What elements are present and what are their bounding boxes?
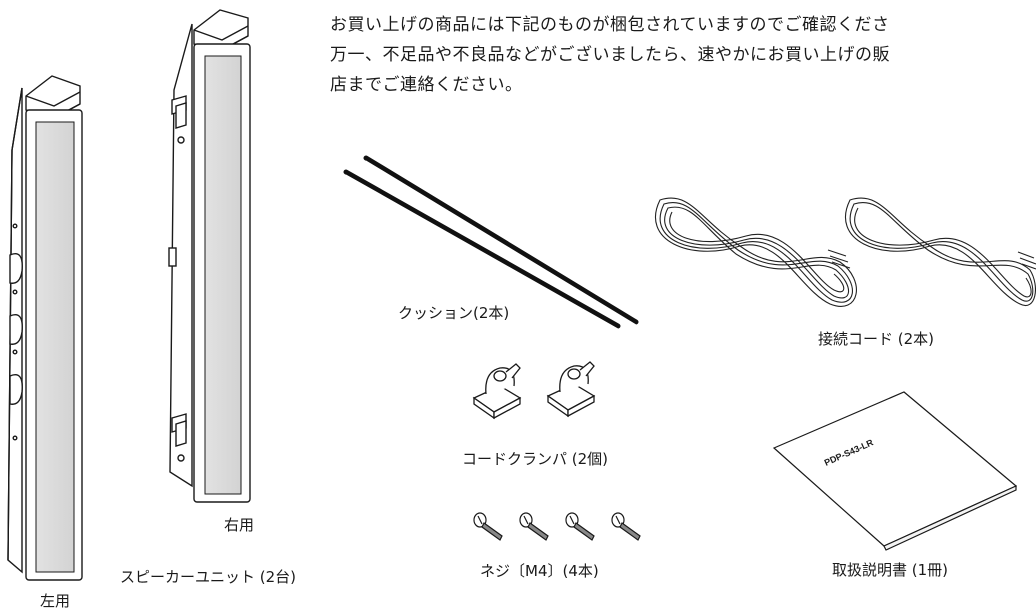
right-speaker-illustration xyxy=(168,9,251,503)
manual-illustration: PDP-S43-LR xyxy=(772,391,1018,551)
speaker-unit-label: スピーカーユニット (2台) xyxy=(120,568,297,586)
left-speaker-illustration xyxy=(7,75,83,581)
screw-illustration xyxy=(473,512,641,541)
left-speaker-label: 左用 xyxy=(40,592,71,610)
cord-label: 接続コード (2本) xyxy=(818,330,935,348)
intro-line-3: 店までご連絡ください。 xyxy=(330,75,523,95)
screw-label: ネジ〔M4〕(4本) xyxy=(480,562,599,580)
cord-clamp-illustration xyxy=(472,361,596,420)
intro-paragraph: お買い上げの商品には下記のものが梱包されていますのでご確認くださ 万一、不足品や… xyxy=(330,10,1036,100)
intro-line-2: 万一、不足品や不良品などがございましたら、速やかにお買い上げの販 xyxy=(330,45,890,65)
connection-cord-illustration xyxy=(654,197,1036,307)
manual-label: 取扱説明書 (1冊) xyxy=(832,561,949,579)
intro-line-1: お買い上げの商品には下記のものが梱包されていますのでご確認くださ xyxy=(330,15,890,35)
cushion-illustration xyxy=(343,155,639,330)
cushion-label: クッション(2本) xyxy=(398,304,510,322)
clamp-label: コードクランパ (2個) xyxy=(462,450,609,468)
right-speaker-label: 右用 xyxy=(224,516,255,534)
